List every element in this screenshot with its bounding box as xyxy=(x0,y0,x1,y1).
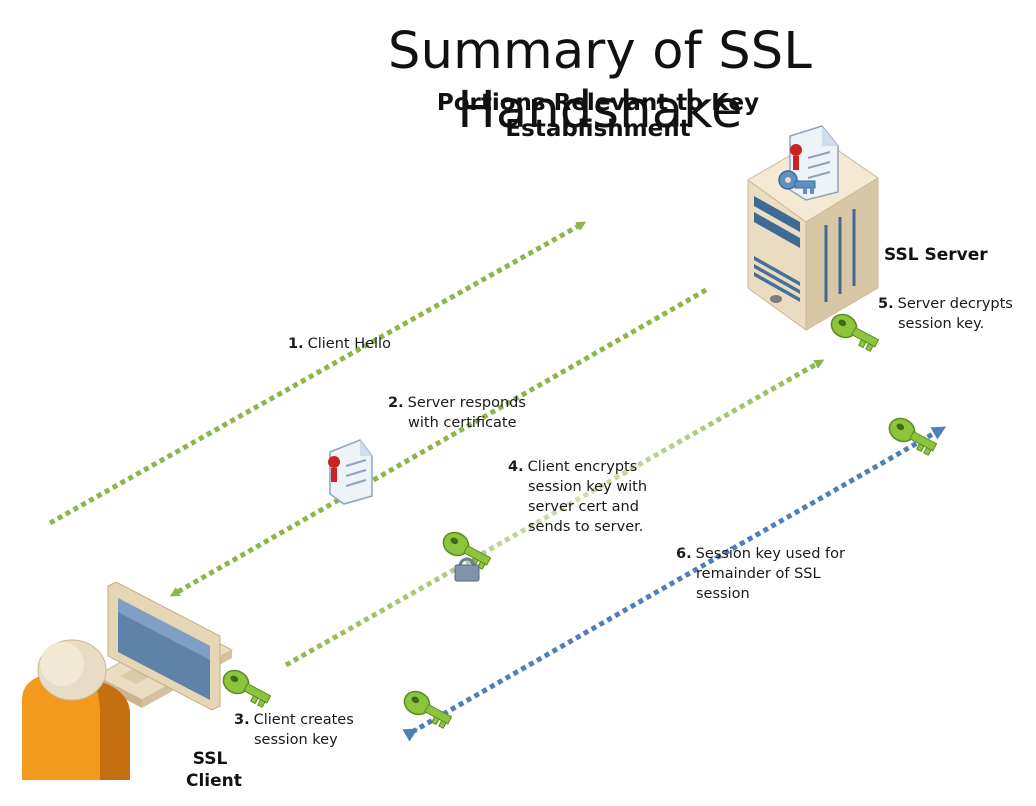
diagram-subtitle: Portions Relevant to Key Establishment xyxy=(436,90,760,142)
step-1-label: 1.Client Hello xyxy=(288,334,391,354)
arrow-client-hello xyxy=(48,221,587,526)
step-1-number: 1. xyxy=(288,336,304,352)
server-session-key-icon xyxy=(830,313,880,352)
user-person-icon xyxy=(22,639,130,780)
step-3-text: Client creates session key xyxy=(253,712,354,748)
arrow-server-certificate xyxy=(169,287,708,597)
arrow-session xyxy=(402,426,947,742)
session-key-server-icon xyxy=(888,417,938,456)
encrypted-session-key-icon xyxy=(442,531,492,582)
step-2-text: Server responds with certificate xyxy=(407,395,526,431)
ssl-client-label-line1: SSL xyxy=(192,749,228,769)
step-5-number: 5. xyxy=(878,296,894,312)
session-key-client-icon xyxy=(403,690,453,729)
step-6-number: 6. xyxy=(676,546,692,562)
ssl-server-label: SSL Server xyxy=(884,245,988,265)
client-laptop-icon xyxy=(94,581,234,711)
step-4-text: Client encrypts session key with server … xyxy=(527,459,648,535)
step-1-text: Client Hello xyxy=(307,336,391,352)
step-2-number: 2. xyxy=(388,395,404,411)
step-4-number: 4. xyxy=(508,459,524,475)
server-private-key-icon xyxy=(778,170,816,194)
step-3-number: 3. xyxy=(234,712,250,728)
ssl-client-label-line2: Client xyxy=(186,771,242,791)
step-3-label: 3.Client creates session key xyxy=(234,710,370,750)
diagram-title: Summary of SSL Handshake xyxy=(388,22,812,140)
client-session-key-icon xyxy=(222,669,272,708)
step-6-text: Session key used for remainder of SSL se… xyxy=(695,546,845,602)
step-2-label: 2.Server responds with certificate xyxy=(388,393,558,433)
certificate-in-transit-icon xyxy=(328,439,373,505)
step-5-label: 5.Server decrypts session key. xyxy=(878,294,1036,334)
step-4-label: 4.Client encrypts session key with serve… xyxy=(508,457,674,537)
step-6-label: 6.Session key used for remainder of SSL … xyxy=(676,544,846,604)
step-5-text: Server decrypts session key. xyxy=(897,296,1013,332)
ssl-client-label: SSL Client xyxy=(186,748,242,792)
